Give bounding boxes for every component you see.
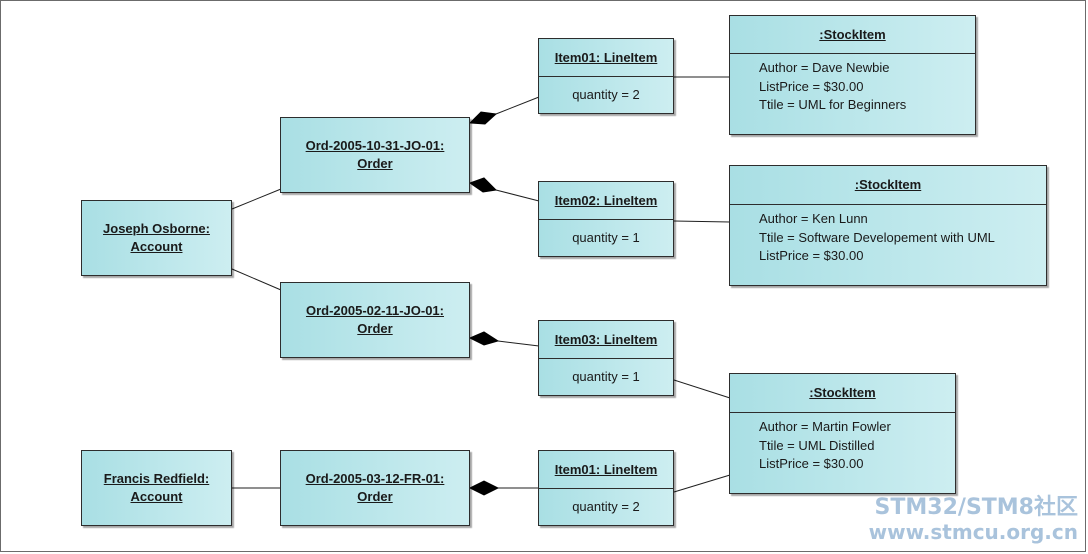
watermark-line1: STM32/STM8社区 xyxy=(874,495,1078,520)
order-title: Ord-2005-02-11-JO-01: Order xyxy=(305,303,444,336)
order-2005-03-12[interactable]: Ord-2005-03-12-FR-01: Order xyxy=(280,450,470,526)
lineitem-item02[interactable]: Item02: LineItem quantity = 1 xyxy=(538,181,674,257)
lineitem-quantity: quantity = 1 xyxy=(572,230,640,245)
lineitem-item03[interactable]: Item03: LineItem quantity = 1 xyxy=(538,320,674,396)
lineitem-title: Item01: LineItem xyxy=(539,39,673,77)
stockitem-attributes: Author = Ken Lunn Ttile = Software Devel… xyxy=(730,205,1046,266)
account-joseph-osborne[interactable]: Joseph Osborne: Account xyxy=(81,200,232,276)
lineitem-quantity: quantity = 2 xyxy=(572,87,640,102)
attr-listprice: ListPrice = $30.00 xyxy=(759,248,864,263)
attr-listprice: ListPrice = $30.00 xyxy=(759,78,864,94)
order-2005-10-31[interactable]: Ord-2005-10-31-JO-01: Order xyxy=(280,117,470,193)
attr-author: Author = Martin Fowler xyxy=(759,419,891,434)
account-title: Francis Redfield: Account xyxy=(103,471,210,504)
attr-title: Ttile = Software Developement with UML xyxy=(759,229,995,245)
composition-diamond-1 xyxy=(468,111,498,125)
link-item03-stock3 xyxy=(673,379,731,399)
stockitem-uml-distilled[interactable]: :StockItem Author = Martin Fowler Ttile … xyxy=(729,373,956,494)
attr-title: Ttile = UML for Beginners xyxy=(759,97,907,112)
stockitem-attributes: Author = Martin Fowler Ttile = UML Disti… xyxy=(730,413,955,474)
link-joseph-order2 xyxy=(231,268,282,291)
stockitem-attributes: Author = Dave Newbie ListPrice = $30.00 … xyxy=(730,54,975,115)
watermark-line2: www.stmcu.org.cn xyxy=(868,520,1078,544)
composition-diamond-3 xyxy=(468,331,500,346)
order-title: Ord-2005-10-31-JO-01: Order xyxy=(305,138,445,171)
site-watermark: STM32/STM8社区 www.stmcu.org.cn xyxy=(868,495,1078,545)
link-order2-item03 xyxy=(497,340,540,347)
stockitem-title: :StockItem xyxy=(730,374,955,413)
link-item02-stock2 xyxy=(673,220,731,223)
stockitem-title: :StockItem xyxy=(730,166,1046,205)
attr-author: Author = Dave Newbie xyxy=(759,60,890,75)
stockitem-title: :StockItem xyxy=(730,16,975,54)
lineitem-title: Item03: LineItem xyxy=(539,321,673,359)
order-title: Ord-2005-03-12-FR-01: Order xyxy=(305,471,445,504)
lineitem-title: Item02: LineItem xyxy=(539,182,673,220)
composition-diamond-4 xyxy=(468,480,500,496)
stockitem-uml-for-beginners[interactable]: :StockItem Author = Dave Newbie ListPric… xyxy=(729,15,976,135)
stockitem-software-development[interactable]: :StockItem Author = Ken Lunn Ttile = Sof… xyxy=(729,165,1047,286)
lineitem-item01-francis[interactable]: Item01: LineItem quantity = 2 xyxy=(538,450,674,526)
link-order1-item02 xyxy=(495,189,540,202)
attr-title: Ttile = UML Distilled xyxy=(759,437,875,453)
attr-listprice: ListPrice = $30.00 xyxy=(759,456,864,471)
attr-author: Author = Ken Lunn xyxy=(759,211,868,226)
lineitem-quantity: quantity = 1 xyxy=(572,369,640,384)
composition-diamond-2 xyxy=(468,177,498,193)
account-francis-redfield[interactable]: Francis Redfield: Account xyxy=(81,450,232,526)
link-joseph-order1 xyxy=(231,188,282,210)
lineitem-item01[interactable]: Item01: LineItem quantity = 2 xyxy=(538,38,674,114)
link-order1-item01 xyxy=(495,96,540,115)
lineitem-title: Item01: LineItem xyxy=(539,451,673,489)
order-2005-02-11[interactable]: Ord-2005-02-11-JO-01: Order xyxy=(280,282,470,358)
account-title: Joseph Osborne: Account xyxy=(103,221,210,254)
lineitem-quantity: quantity = 2 xyxy=(572,499,640,514)
link-item01b-stock3 xyxy=(673,474,731,493)
